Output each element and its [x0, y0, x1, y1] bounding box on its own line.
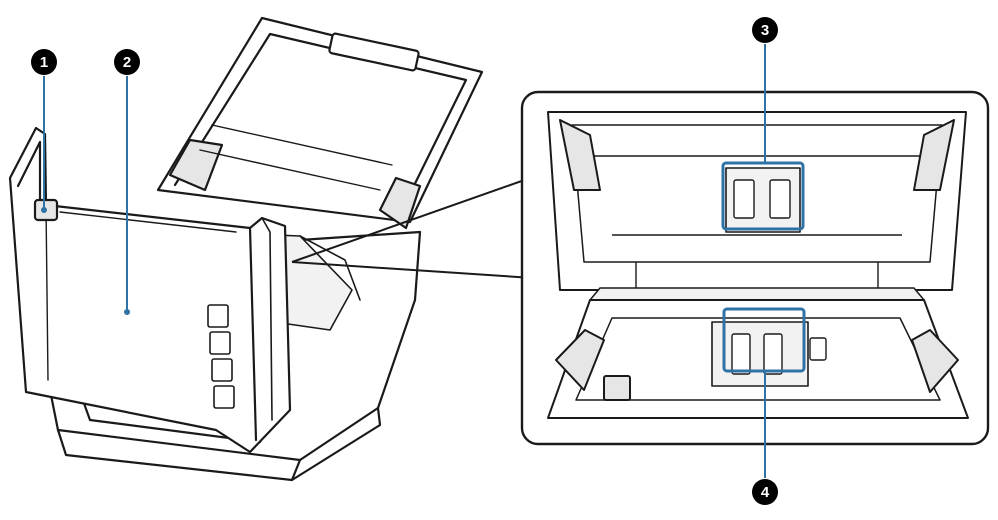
callout-1: 1: [31, 49, 57, 75]
scanner-illustration: [8, 16, 484, 482]
callout-3-number: 3: [761, 22, 769, 39]
callout-1-badge: [31, 49, 57, 75]
upper-roller-highlight: [721, 161, 805, 231]
callout-4: 4: [752, 479, 778, 505]
callout-4-number: 4: [761, 484, 770, 501]
callout-2-number: 2: [123, 54, 131, 71]
leader-2-dot: [124, 309, 130, 315]
callout-2: 2: [114, 49, 140, 75]
callout-3-badge: [752, 17, 778, 43]
detail-panel: [520, 90, 990, 446]
callout-1-number: 1: [40, 54, 48, 71]
zoom-lines: [291, 176, 534, 279]
callout-2-badge: [114, 49, 140, 75]
tray-handle: [328, 32, 420, 72]
callout-3: 3: [752, 17, 778, 43]
callout-4-badge: [752, 479, 778, 505]
leader-1-dot: [41, 207, 47, 213]
leader-lines: [43, 44, 766, 478]
input-tray: [156, 16, 484, 224]
